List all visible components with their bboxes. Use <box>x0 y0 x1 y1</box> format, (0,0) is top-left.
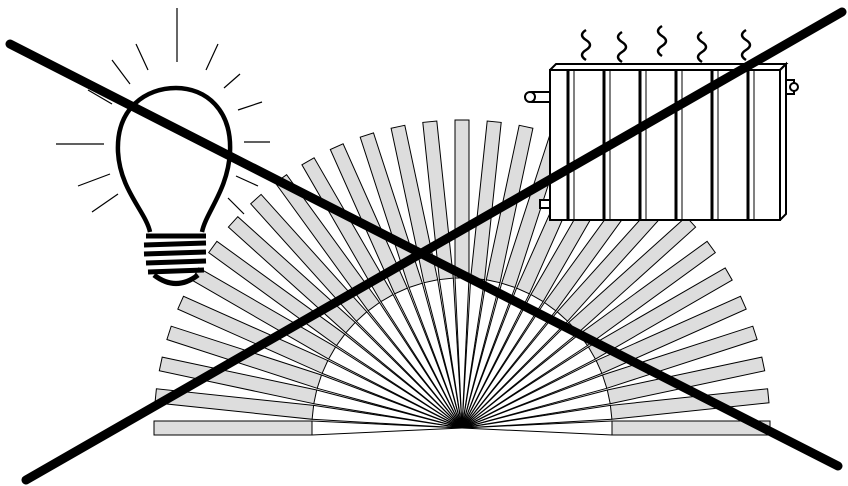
ray-bar <box>587 267 733 360</box>
ray-line <box>461 279 487 429</box>
ray-line <box>461 311 558 429</box>
cross-out-mark <box>5 7 847 485</box>
ray-bar <box>606 356 766 405</box>
ray-bar <box>390 124 439 284</box>
ray-line <box>461 374 603 429</box>
radiator-foot <box>539 199 551 209</box>
ray-bar <box>595 295 747 375</box>
ray-line <box>394 293 463 429</box>
ray-bar <box>177 295 329 375</box>
ray-line <box>367 310 463 429</box>
ray-bar <box>329 143 409 295</box>
bulb-glass <box>115 85 233 233</box>
radiator-heat-waves <box>580 24 752 64</box>
ray-bar <box>601 325 758 389</box>
ray-line <box>461 360 597 429</box>
ray-line <box>313 403 463 429</box>
light-bulb-icon <box>56 8 270 286</box>
ray-line <box>312 418 463 429</box>
radiator-fin-edges <box>573 70 755 220</box>
ray-line <box>321 372 463 429</box>
ray-line <box>356 320 463 429</box>
ray-line <box>461 346 589 429</box>
radiator-right-valve <box>785 79 799 95</box>
ray-line <box>408 287 463 429</box>
ray-bar <box>454 119 470 279</box>
ray-line <box>328 358 463 429</box>
radiator-body <box>549 69 781 221</box>
ray-line <box>461 404 611 429</box>
ray-line <box>461 322 570 429</box>
ray-line <box>461 427 613 436</box>
ray-line <box>461 333 580 429</box>
ray-line <box>423 282 463 429</box>
ray-line <box>454 277 463 429</box>
ray-line <box>461 283 503 429</box>
ray-bar <box>227 215 356 334</box>
ray-line <box>461 389 608 429</box>
radiation-fan <box>153 119 771 436</box>
ray-line <box>461 420 613 429</box>
ray-bar <box>249 193 368 322</box>
ray-line <box>317 387 463 429</box>
ray-line <box>336 345 463 429</box>
ray-line <box>461 278 472 429</box>
radiator-left-pipe <box>524 91 551 103</box>
ray-line <box>345 332 463 429</box>
bulb-base <box>143 233 207 286</box>
ray-bar <box>301 157 394 303</box>
ray-bar <box>611 420 771 436</box>
ray-line <box>461 294 532 429</box>
bulb-glow-lines <box>56 8 270 215</box>
ray-line <box>380 301 463 429</box>
radiator-fins <box>566 70 750 220</box>
ray-line <box>461 302 545 429</box>
ray-line <box>311 427 463 436</box>
ray-bar <box>153 420 313 436</box>
radiator-icon <box>524 24 799 221</box>
ray-line <box>438 279 463 429</box>
cross-stroke-up <box>21 7 847 485</box>
radiator-side <box>779 61 787 221</box>
ray-line <box>461 287 518 429</box>
